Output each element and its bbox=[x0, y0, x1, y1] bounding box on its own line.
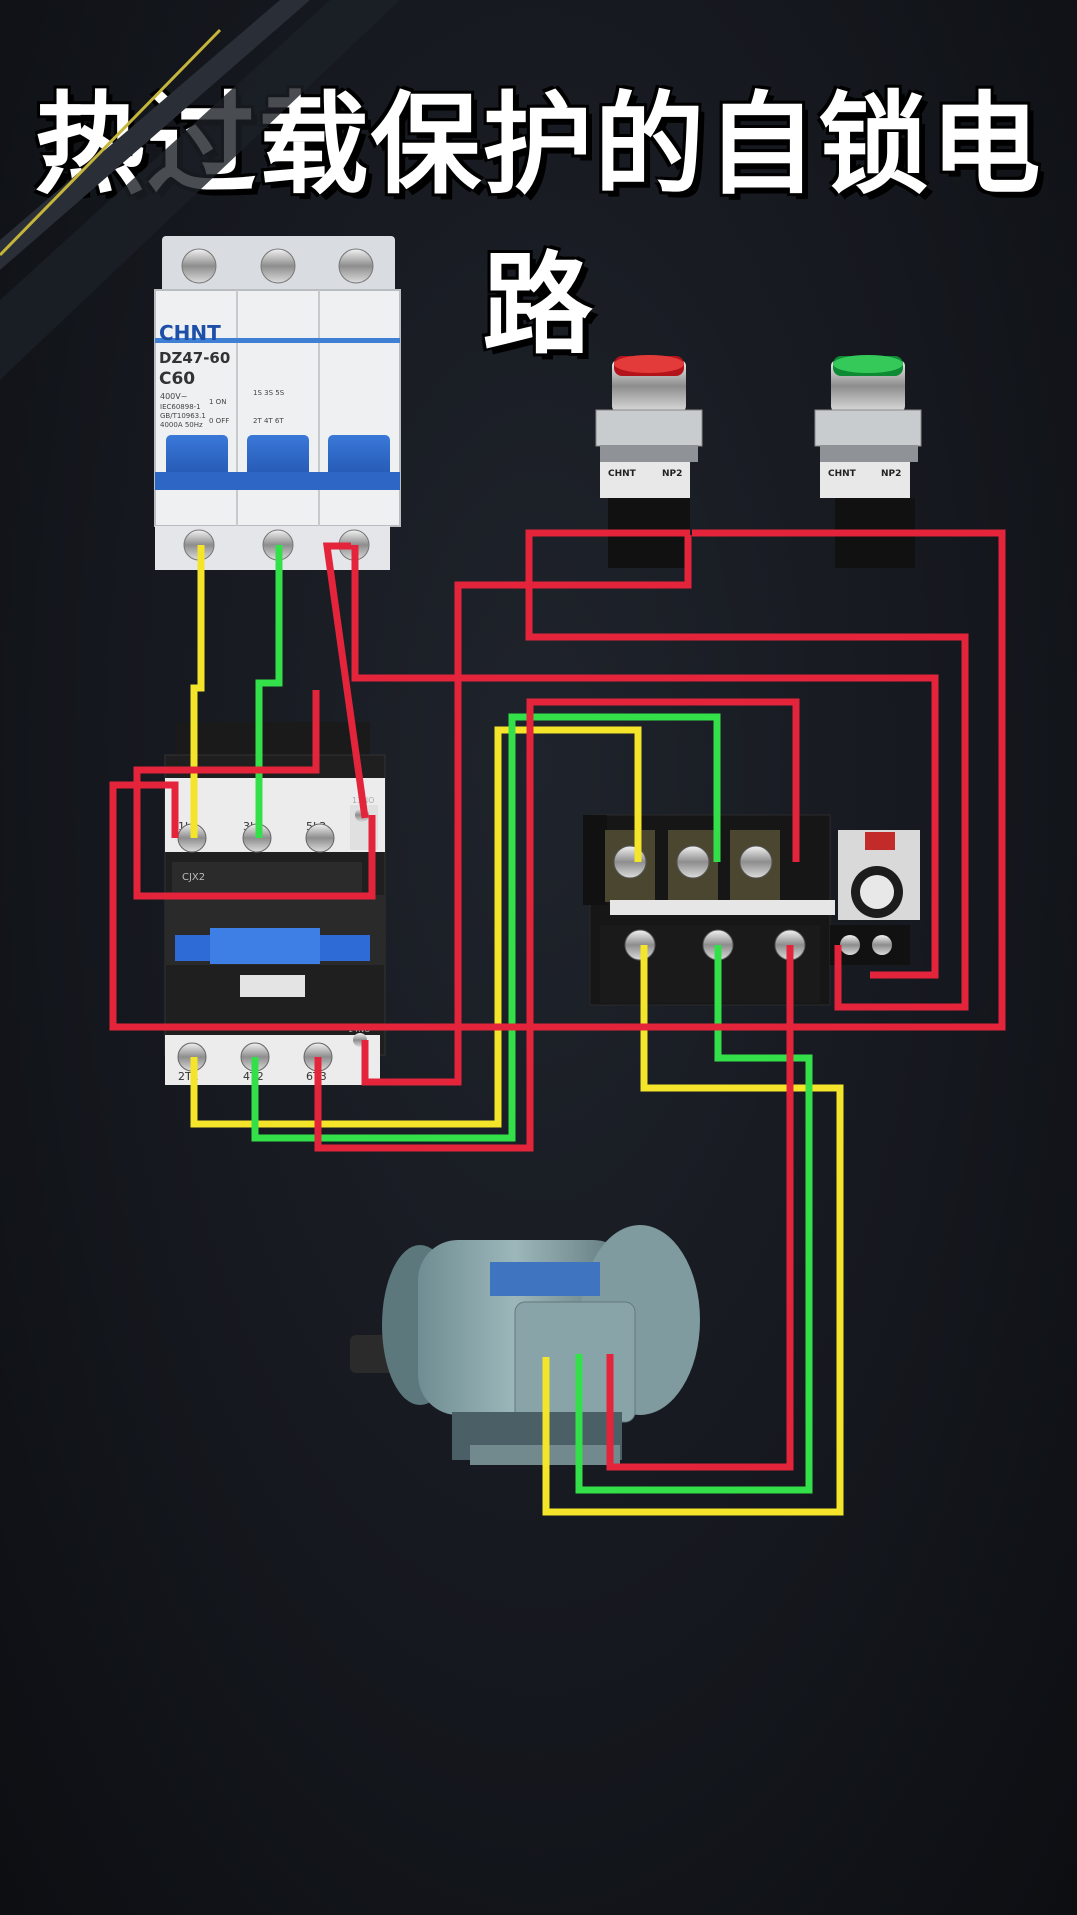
wire-red-control-start bbox=[109, 529, 1006, 1031]
breaker-on-label: 1 ON bbox=[209, 398, 226, 406]
start-button-model: NP2 bbox=[881, 469, 901, 479]
circuit-breaker: CHNT DZ47-60 C60 400V~ IEC60898-1 GB/T10… bbox=[154, 236, 401, 570]
wire-green-relay-motor bbox=[575, 945, 813, 1494]
breaker-terms-bottom: 2T 4T 6T bbox=[253, 417, 284, 425]
thermal-overload-relay bbox=[583, 814, 920, 1006]
breaker-top-screws bbox=[181, 248, 374, 284]
breaker-model: DZ47-60 bbox=[159, 349, 230, 367]
wire-yellow-contactor-relay bbox=[190, 726, 642, 1128]
breaker-std2: GB/T10963.1 bbox=[160, 412, 206, 420]
stop-button: CHNT NP2 bbox=[595, 355, 703, 568]
wire-red-control-l3 bbox=[351, 545, 939, 979]
breaker-terms-top: 1S 3S 5S bbox=[253, 389, 285, 397]
wire-red-control-selflock bbox=[361, 535, 692, 1086]
wire-yellow-relay-motor bbox=[542, 945, 844, 1516]
motor bbox=[350, 1225, 700, 1465]
stop-button-model: NP2 bbox=[662, 469, 682, 479]
wire-yellow-breaker-contactor bbox=[190, 545, 205, 838]
corner-stripe bbox=[0, 0, 400, 380]
wire-green-breaker-contactor bbox=[255, 545, 283, 838]
contactor: 1L1 3L2 5L3 13NO CJX2 2T1 4T2 6T3 14NO bbox=[164, 722, 386, 1085]
wire-green-contactor-relay bbox=[251, 713, 721, 1142]
wire-red-relay-motor bbox=[606, 945, 794, 1471]
stop-button-brand: CHNT bbox=[608, 469, 637, 479]
wire-red-contactor-relay bbox=[314, 698, 800, 1152]
breaker-voltage: 400V~ bbox=[160, 392, 187, 401]
contactor-model: CJX2 bbox=[182, 872, 205, 883]
wire-red-breaker-contactor bbox=[322, 542, 369, 819]
breaker-spec: 4000A 50Hz bbox=[160, 421, 203, 429]
breaker-rating: C60 bbox=[159, 369, 195, 389]
wire-red-control-stop bbox=[525, 529, 969, 1011]
wires bbox=[109, 529, 1006, 1516]
breaker-toggle-handles bbox=[155, 435, 400, 490]
breaker-brand: CHNT bbox=[159, 321, 221, 345]
start-button-brand: CHNT bbox=[828, 469, 857, 479]
wire-red-control-aux bbox=[133, 690, 376, 900]
breaker-std1: IEC60898-1 bbox=[160, 403, 201, 411]
breaker-off-label: 0 OFF bbox=[209, 417, 229, 425]
